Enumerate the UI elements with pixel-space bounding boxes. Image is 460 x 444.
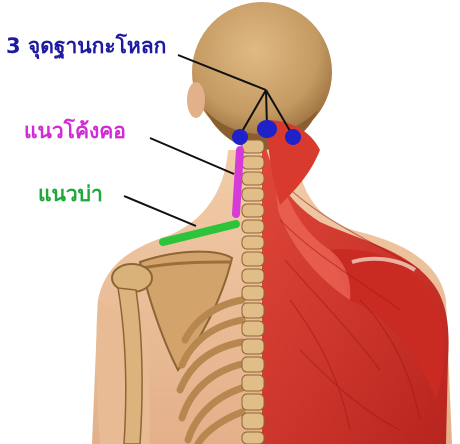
skull-base-point-center: [257, 120, 277, 138]
skull-base-point-left: [232, 129, 248, 145]
left-ear: [187, 82, 205, 118]
label-neck-curve: แนวโค้งคอ: [24, 115, 126, 148]
label-skull-base-points: 3 จุดฐานกะโหลก: [6, 30, 166, 63]
neck-curve-line: [236, 150, 240, 214]
skull-base-point-right: [285, 129, 301, 145]
leader-shoulder: [124, 196, 196, 226]
leader-neck: [150, 138, 234, 174]
label-shoulder-line: แนวบ่า: [38, 178, 103, 211]
